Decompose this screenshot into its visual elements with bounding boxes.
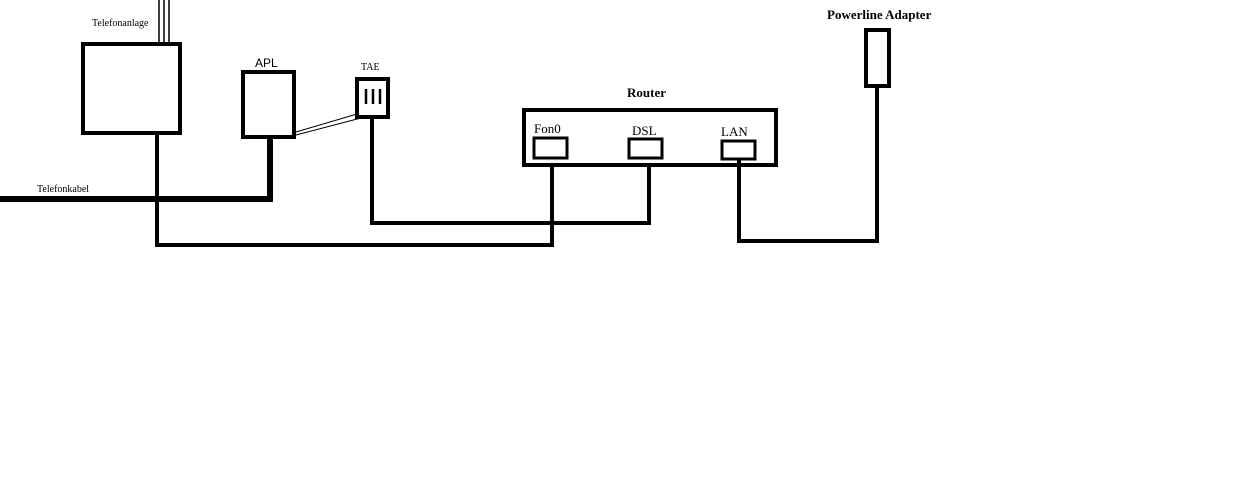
lan-label: LAN — [721, 124, 748, 139]
apl-tae-wire-2 — [295, 117, 362, 136]
apl-label: APL — [255, 56, 278, 70]
lan-port — [720, 139, 757, 161]
router-device: Router Fon0 DSL LAN — [522, 85, 778, 167]
tae-label: TAE — [361, 62, 380, 73]
telefonkabel-label: Telefonkabel — [37, 184, 89, 195]
apl-device: APL — [241, 56, 296, 139]
dsl-port — [627, 137, 664, 160]
apl-box — [241, 70, 296, 139]
telefonanlage-label: Telefonanlage — [92, 18, 149, 29]
telefonkabel-line — [0, 138, 273, 202]
router-label: Router — [627, 85, 666, 100]
telefonkabel: Telefonkabel — [0, 138, 273, 202]
telefonanlage-box — [81, 42, 182, 135]
lan-powerline-cable — [737, 86, 879, 243]
powerline-adapter-device: Powerline Adapter — [827, 7, 932, 88]
telefonanlage-device: Telefonanlage — [81, 0, 182, 135]
dsl-label: DSL — [632, 123, 657, 138]
tae-socket: TAE — [355, 62, 390, 119]
fon0-port — [532, 136, 569, 160]
powerline-adapter-label: Powerline Adapter — [827, 7, 932, 22]
telefonanlage-fon0-cable — [155, 135, 554, 247]
powerline-adapter-box — [864, 28, 891, 88]
apl-tae-wire-1 — [295, 113, 358, 133]
tae-box — [355, 77, 390, 119]
fon0-label: Fon0 — [534, 121, 561, 136]
tae-dsl-cable — [370, 117, 651, 225]
